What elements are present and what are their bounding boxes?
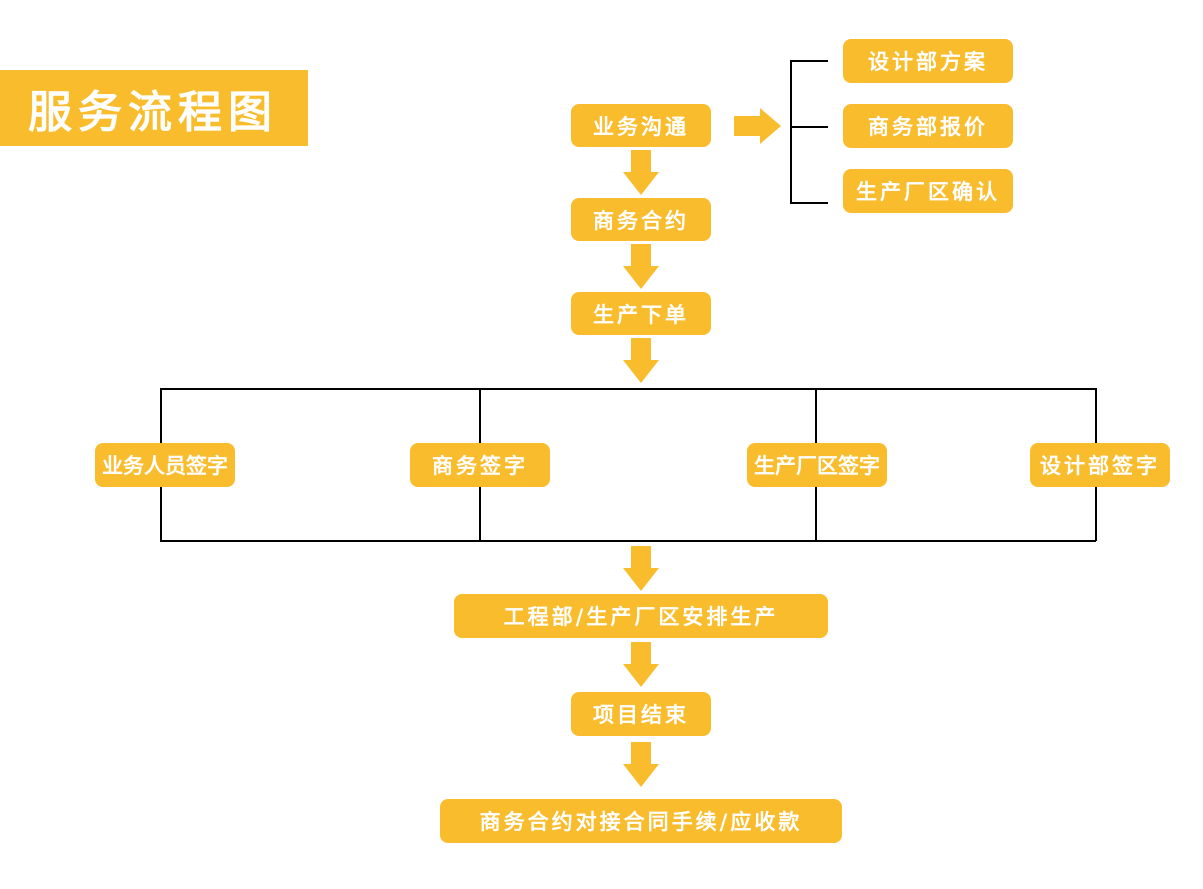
node-factory-confirm: 生产厂区确认	[843, 169, 1013, 213]
node-contract: 商务合约	[571, 198, 711, 241]
node-communication: 业务沟通	[571, 104, 711, 147]
arrow-down-2	[623, 244, 659, 289]
node-design-plan: 设计部方案	[843, 39, 1013, 83]
node-project-end: 项目结束	[571, 692, 711, 736]
bracket-vertical	[790, 60, 792, 203]
bracket-top-branch	[790, 60, 828, 62]
arrow-down-6	[623, 742, 659, 787]
node-arrange-production: 工程部/生产厂区安排生产	[454, 594, 828, 638]
bracket-middle-branch	[790, 126, 828, 128]
bracket-bottom-branch	[790, 202, 828, 204]
arrow-down-5	[623, 642, 659, 687]
arrow-down-3	[623, 338, 659, 383]
signoff-frame-bottom	[160, 540, 1096, 542]
node-design-sign: 设计部签字	[1030, 443, 1170, 487]
node-final-handover: 商务合约对接合同手续/应收款	[440, 799, 842, 843]
arrow-down-1	[623, 150, 659, 195]
node-business-sign: 商务签字	[410, 443, 550, 487]
node-sales-sign: 业务人员签字	[95, 443, 235, 487]
signoff-frame-top	[160, 388, 1096, 390]
node-production-order: 生产下单	[571, 292, 711, 335]
node-business-quote: 商务部报价	[843, 104, 1013, 148]
diagram-title: 服务流程图	[0, 70, 308, 146]
arrow-down-4	[623, 546, 659, 591]
node-factory-sign: 生产厂区签字	[747, 443, 887, 487]
arrow-right	[734, 108, 781, 144]
